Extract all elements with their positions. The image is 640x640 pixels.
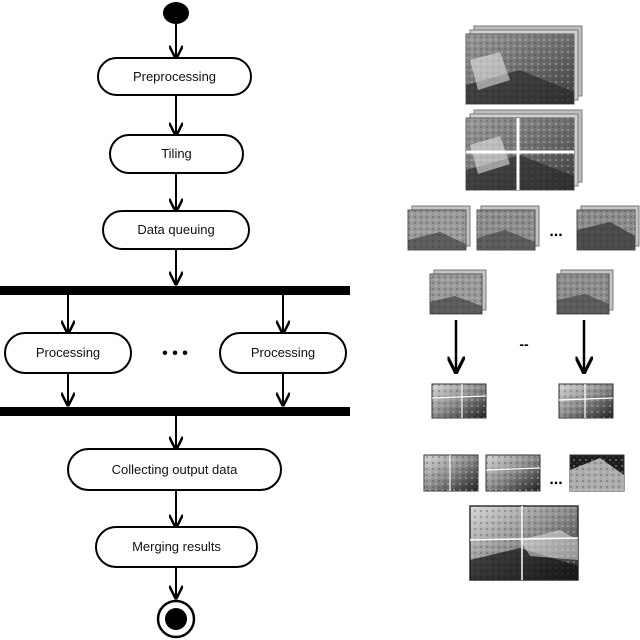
processed-tile-right bbox=[558, 383, 614, 419]
start-node bbox=[163, 2, 189, 24]
image-stack-tiled bbox=[465, 109, 583, 191]
tile-stack bbox=[576, 205, 640, 251]
merging-results-node: Merging results bbox=[95, 526, 258, 568]
process-ellipsis: -- bbox=[519, 336, 529, 352]
merged-result-image bbox=[469, 505, 579, 581]
processing-left-label: Processing bbox=[36, 345, 100, 360]
image-stack-original bbox=[465, 25, 583, 105]
end-node bbox=[156, 599, 196, 639]
processed-tile-left bbox=[431, 383, 487, 419]
result-tile bbox=[485, 454, 541, 492]
merging-results-label: Merging results bbox=[132, 539, 221, 554]
results-ellipsis: ... bbox=[549, 471, 562, 488]
tile-in-process-right bbox=[556, 269, 614, 315]
processing-node-left: Processing bbox=[4, 332, 132, 374]
collecting-output-node: Collecting output data bbox=[67, 448, 282, 491]
flowchart: Preprocessing Tiling Data queuing Proces… bbox=[0, 2, 350, 639]
result-tile bbox=[569, 454, 625, 492]
data-queuing-label: Data queuing bbox=[137, 222, 214, 237]
preprocessing-node: Preprocessing bbox=[97, 57, 252, 96]
image-pipeline-illustration: ... -- bbox=[407, 25, 640, 581]
tile-in-process-left bbox=[429, 269, 487, 315]
collecting-output-label: Collecting output data bbox=[112, 462, 239, 477]
fork-bar bbox=[0, 286, 350, 295]
join-bar bbox=[0, 407, 350, 416]
tiles-ellipsis: ... bbox=[549, 223, 562, 240]
processing-node-right: Processing bbox=[219, 332, 347, 374]
tile-stack bbox=[476, 205, 540, 251]
parallel-ellipsis: • • • bbox=[162, 345, 188, 362]
processing-right-label: Processing bbox=[251, 345, 315, 360]
tiling-label: Tiling bbox=[161, 146, 192, 161]
tiling-node: Tiling bbox=[109, 134, 244, 174]
tile-stack bbox=[407, 205, 471, 251]
result-tile bbox=[423, 454, 479, 492]
preprocessing-label: Preprocessing bbox=[133, 69, 216, 84]
data-queuing-node: Data queuing bbox=[102, 210, 250, 250]
